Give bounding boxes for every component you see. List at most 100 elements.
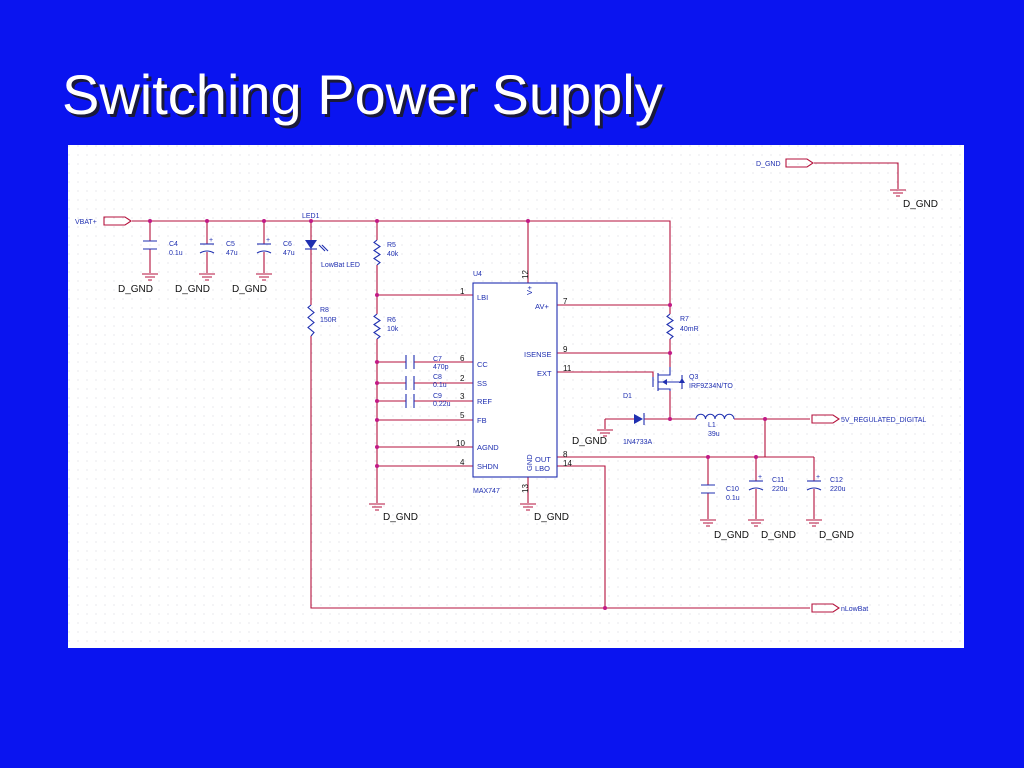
- c5-value: 47u: [226, 250, 238, 257]
- led-lowbat: LED1 LowBat LED: [302, 213, 360, 269]
- pin-avp: AV+: [535, 302, 549, 311]
- resistor-r8: R8 150R: [307, 304, 337, 337]
- port-5v-label: 5V_REGULATED_DIGITAL: [841, 417, 926, 424]
- port-nlowbat: nLowBat: [811, 603, 868, 613]
- port-dgnd-top: D_GND: [756, 158, 814, 168]
- pinnum-out: 8: [563, 450, 568, 459]
- svg-text:D_GND: D_GND: [232, 284, 267, 295]
- diode-d1: D1 1N4733A: [623, 393, 653, 446]
- ground-c11: D_GND: [748, 519, 796, 541]
- svg-text:D_GND: D_GND: [118, 284, 153, 295]
- ground-top: D_GND: [890, 189, 938, 210]
- port-dgnd-top-label: D_GND: [756, 161, 781, 168]
- svg-text:D_GND: D_GND: [714, 530, 749, 541]
- ic-u4: U4 MAX747 LBI CC SS REF FB AGND SHDN AV+…: [456, 270, 572, 495]
- capacitor-c9: C9 0.22u: [405, 393, 451, 408]
- pinnum-lbi: 1: [460, 287, 465, 296]
- r7-value: 40mR: [680, 326, 699, 333]
- pin-agnd: AGND: [477, 443, 499, 452]
- led-ref: LED1: [302, 213, 320, 220]
- pin-fb: FB: [477, 416, 487, 425]
- c12-value: 220u: [830, 486, 846, 493]
- ground-ic: D_GND: [520, 503, 569, 523]
- junctions: [148, 219, 767, 610]
- l1-value: 39u: [708, 431, 720, 438]
- port-nlowbat-label: nLowBat: [841, 606, 868, 613]
- ic-part: MAX747: [473, 488, 500, 495]
- c10-value: 0.1u: [726, 495, 740, 502]
- q3-ref: Q3: [689, 374, 698, 381]
- c6-value: 47u: [283, 250, 295, 257]
- pinnum-vp: 12: [521, 270, 530, 279]
- c7-value: 470p: [433, 364, 449, 371]
- c9-ref: C9: [433, 393, 442, 400]
- pin-ref: REF: [477, 397, 492, 406]
- pinnum-ref: 3: [460, 392, 465, 401]
- c8-value: 0.1u: [433, 382, 447, 389]
- pinnum-cc: 6: [460, 354, 465, 363]
- slide-title: Switching Power Supply: [62, 63, 663, 126]
- l1-ref: L1: [708, 422, 716, 429]
- wires: [132, 162, 899, 609]
- pinnum-agnd: 10: [456, 439, 465, 448]
- c11-value: 220u: [772, 486, 788, 493]
- pin-lbi: LBI: [477, 293, 488, 302]
- c8-ref: C8: [433, 374, 442, 381]
- ground-c4: D_GND: [118, 273, 158, 295]
- ground-c10: D_GND: [700, 519, 749, 541]
- svg-text:+: +: [758, 474, 762, 481]
- svg-text:D_GND: D_GND: [383, 512, 418, 523]
- c7-ref: C7: [433, 356, 442, 363]
- schematic-svg: VBAT+ D_GND 5V_REGULATED_DIGITAL nLowBat…: [68, 145, 964, 648]
- svg-text:+: +: [266, 237, 270, 244]
- port-vbat-label: VBAT+: [75, 219, 97, 226]
- pin-lbo: LBO: [535, 464, 550, 473]
- resistor-r5: R5 40k: [373, 239, 399, 266]
- capacitor-c8: C8 0.1u: [405, 374, 447, 390]
- ground-symbols: D_GND D_GND D_GND D_GND D_GND D_GND D_GN…: [118, 189, 938, 541]
- c4-value: 0.1u: [169, 250, 183, 257]
- capacitor-c10: C10 0.1u: [701, 484, 740, 502]
- pin-out: OUT: [535, 455, 551, 464]
- r6-value: 10k: [387, 326, 399, 333]
- ground-c12: D_GND: [806, 519, 854, 541]
- pin-cc: CC: [477, 360, 488, 369]
- resistor-r7: R7 40mR: [666, 313, 699, 340]
- svg-text:D_GND: D_GND: [761, 530, 796, 541]
- r5-value: 40k: [387, 251, 399, 258]
- svg-text:D_GND: D_GND: [572, 436, 607, 447]
- c10-ref: C10: [726, 486, 739, 493]
- c11-ref: C11: [772, 477, 784, 484]
- c9-value: 0.22u: [433, 401, 451, 408]
- svg-text:+: +: [816, 474, 820, 481]
- r6-ref: R6: [387, 317, 396, 324]
- pinnum-ext: 11: [563, 364, 572, 373]
- capacitor-c6: + C6 47u: [256, 237, 295, 257]
- led-name: LowBat LED: [321, 262, 360, 269]
- capacitor-c4: C4 0.1u: [143, 240, 183, 257]
- capacitor-c12: + C12 220u: [806, 474, 846, 493]
- pinnum-ss: 2: [460, 374, 465, 383]
- ic-ref: U4: [473, 271, 482, 278]
- pinnum-lbo: 14: [563, 459, 572, 468]
- r7-ref: R7: [680, 316, 689, 323]
- c6-ref: C6: [283, 241, 292, 248]
- svg-text:D_GND: D_GND: [903, 199, 938, 210]
- pinnum-isense: 9: [563, 345, 568, 354]
- ground-d1: D_GND: [572, 429, 613, 447]
- pin-shdn: SHDN: [477, 462, 498, 471]
- port-vbat: VBAT+: [75, 216, 132, 226]
- svg-text:+: +: [209, 237, 213, 244]
- ground-r6: D_GND: [369, 503, 418, 523]
- schematic-canvas: VBAT+ D_GND 5V_REGULATED_DIGITAL nLowBat…: [68, 145, 964, 648]
- pinnum-avp: 7: [563, 297, 568, 306]
- pin-vp: V+: [525, 285, 534, 295]
- c12-ref: C12: [830, 477, 843, 484]
- d1-value: 1N4733A: [623, 439, 653, 446]
- r8-value: 150R: [320, 317, 337, 324]
- c4-ref: C4: [169, 241, 178, 248]
- capacitor-c5: + C5 47u: [199, 237, 238, 257]
- r5-ref: R5: [387, 242, 396, 249]
- ground-c6: D_GND: [232, 273, 272, 295]
- pin-gnd: GND: [525, 454, 534, 471]
